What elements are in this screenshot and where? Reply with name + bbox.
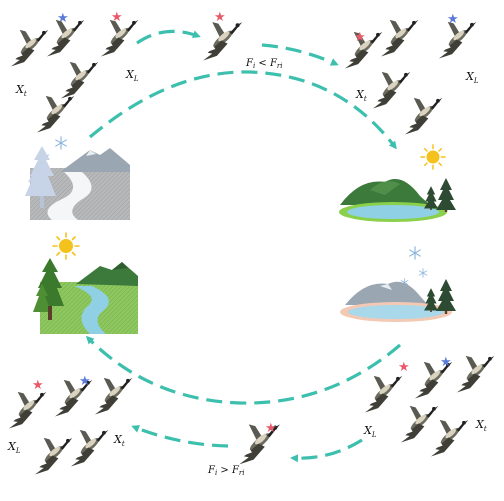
condition-bottom: Fi > Fri bbox=[207, 465, 245, 477]
leader-goose-bottom: ★ Fi > Fri bbox=[207, 421, 280, 477]
blue-star-icon: ★ bbox=[79, 374, 91, 389]
goose-icon bbox=[400, 405, 439, 443]
blue-star-icon: ★ bbox=[440, 355, 452, 370]
arrow-top-short-2 bbox=[261, 43, 339, 66]
xt-label: Xt bbox=[15, 83, 27, 98]
red-star-icon: ★ bbox=[32, 378, 44, 393]
snowflake-icon bbox=[418, 268, 428, 278]
condition-top: Fi < Fri bbox=[245, 58, 283, 70]
goose-icon bbox=[100, 19, 139, 57]
red-star-icon: ★ bbox=[111, 10, 123, 25]
arrow-top-short-1 bbox=[136, 29, 201, 45]
flock-top-right: ★ ★ Xt XL bbox=[344, 12, 479, 135]
blue-star-icon: ★ bbox=[57, 11, 69, 26]
xt-label: Xt bbox=[113, 433, 125, 448]
goose-icon bbox=[70, 429, 109, 467]
flock-bottom-left: ★ ★ XL Xt bbox=[7, 374, 133, 475]
tree-icon bbox=[436, 279, 456, 314]
xl-label: XL bbox=[465, 70, 479, 85]
goose-icon bbox=[8, 391, 47, 429]
goose-icon bbox=[94, 377, 133, 415]
red-star-icon: ★ bbox=[265, 421, 277, 436]
sun-icon bbox=[420, 144, 446, 170]
xt-label: Xt bbox=[475, 418, 487, 433]
xl-label: XL bbox=[125, 68, 139, 83]
flock-top-left: ★ ★ Xt XL bbox=[10, 10, 139, 133]
cycle-arrows bbox=[85, 29, 402, 463]
xl-label: XL bbox=[7, 440, 21, 455]
goose-icon bbox=[364, 375, 403, 413]
goose-icon bbox=[34, 437, 73, 475]
xl-label: XL bbox=[363, 424, 377, 439]
red-star-icon: ★ bbox=[354, 30, 366, 45]
tree-icon bbox=[436, 178, 456, 212]
summer-lake-icon bbox=[339, 144, 456, 222]
flock-bottom-right: ★ ★ XL Xt bbox=[363, 355, 495, 457]
goose-icon bbox=[430, 419, 469, 457]
arrow-bottom-short-1 bbox=[290, 438, 363, 463]
red-star-icon: ★ bbox=[214, 10, 226, 25]
leader-goose-top: ★ Fi < Fri bbox=[203, 10, 283, 70]
goose-icon bbox=[36, 95, 75, 133]
goose-icon bbox=[203, 22, 243, 61]
goose-icon bbox=[60, 61, 99, 99]
goose-icon bbox=[380, 19, 419, 57]
snowflake-icon bbox=[409, 246, 421, 260]
blue-star-icon: ★ bbox=[447, 12, 459, 27]
goose-icon bbox=[438, 21, 477, 59]
goose-icon bbox=[10, 29, 49, 67]
arrow-bottom-arc bbox=[85, 335, 402, 405]
arrow-top-arc bbox=[88, 70, 397, 150]
snowflake-icon bbox=[55, 136, 67, 150]
tree-icon bbox=[424, 288, 438, 312]
snowy-landscape-icon bbox=[25, 136, 130, 220]
tree-icon bbox=[424, 186, 438, 210]
arrow-bottom-short-2 bbox=[131, 425, 229, 448]
xt-label: Xt bbox=[355, 88, 367, 103]
sun-icon bbox=[52, 232, 80, 260]
winter-lake-icon bbox=[340, 246, 456, 322]
red-star-icon: ★ bbox=[398, 360, 410, 375]
goose-icon bbox=[456, 355, 495, 393]
goose-icon bbox=[372, 71, 411, 109]
green-landscape-icon bbox=[33, 232, 138, 334]
goose-icon bbox=[404, 97, 443, 135]
